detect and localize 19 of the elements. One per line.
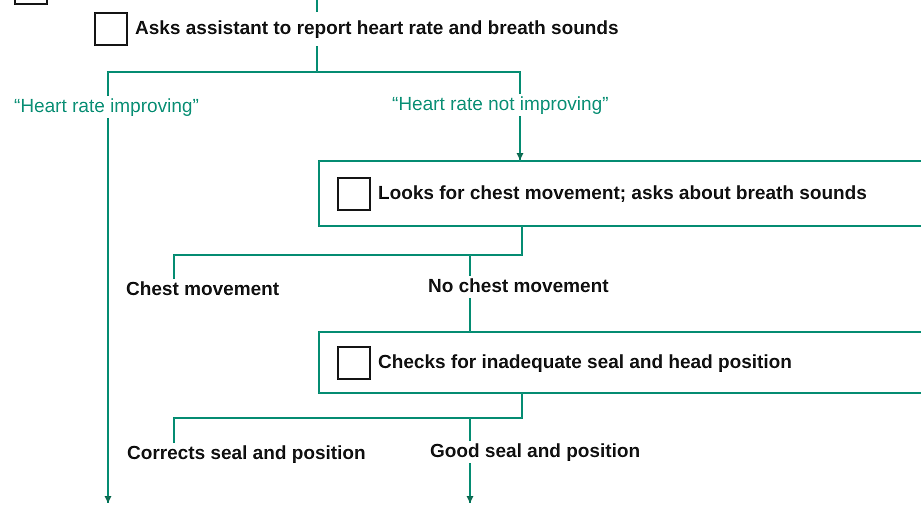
process-box <box>318 160 921 227</box>
step-text: Checks for inadequate seal and head position <box>378 352 792 374</box>
step-text: Chest movement <box>126 279 280 301</box>
process-box <box>318 331 921 394</box>
step-text: Corrects seal and position <box>127 443 366 465</box>
step-text: Looks for chest movement; asks about breath sounds <box>378 182 867 204</box>
step-text: Asks assistant to report heart rate and breath sounds <box>135 18 619 40</box>
connector-line <box>469 394 523 441</box>
step-text: No chest movement <box>428 276 609 298</box>
connector-line <box>469 298 471 331</box>
branch-label: “Heart rate not improving” <box>392 94 608 116</box>
branch-label: “Heart rate improving” <box>14 96 199 118</box>
arrow <box>104 118 112 503</box>
connector-line <box>316 46 521 94</box>
arrow <box>516 116 524 160</box>
step-text: Good seal and position <box>430 441 640 463</box>
connector-line <box>469 227 523 276</box>
arrow <box>466 463 474 503</box>
connector-line <box>316 0 318 12</box>
